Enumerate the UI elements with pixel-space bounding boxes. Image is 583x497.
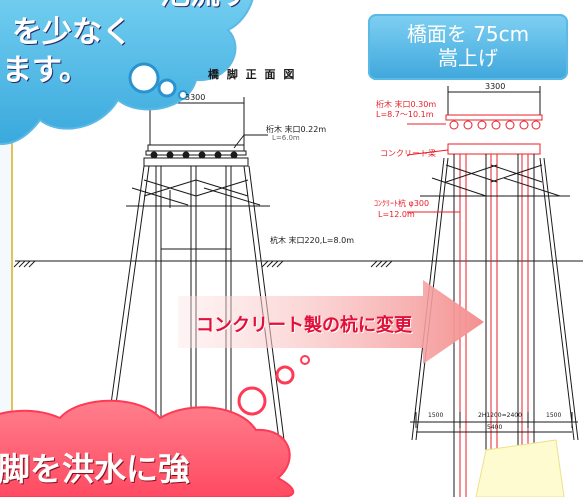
right-pile-label: ｺﾝｸﾘｰﾄ杭 φ300: [374, 199, 430, 208]
callout-line-1: 橋面を 75cm: [406, 22, 530, 46]
dim-left: 1500: [428, 412, 444, 419]
raise-deck-callout: 橋面を 75cm 嵩上げ: [368, 14, 568, 80]
dim-total: 5400: [487, 424, 503, 431]
arrow-label: コンクリート製の杭に変更: [196, 315, 412, 336]
right-beam-length: L=8.7～10.1m: [376, 110, 434, 119]
ground-hatch-right: [370, 260, 393, 268]
sticky-note: [475, 439, 565, 497]
left-pile-label: 杭木 末口220,L=8.0m: [270, 236, 355, 245]
left-pier-drawing: [105, 97, 285, 467]
left-width-dimension: 3300: [185, 93, 206, 102]
callout-line-2: 嵩上げ: [438, 46, 498, 70]
right-cap-label: コンクリート梁: [380, 149, 436, 158]
right-beam-label: 桁木 末口0.30m: [376, 100, 437, 109]
drawing-title: 橋 脚 正 面 図: [208, 68, 297, 81]
dim-right: 1500: [546, 412, 562, 419]
ground-hatch-left: [13, 260, 36, 268]
thought-cloud-bottom: [0, 355, 310, 497]
cloud-top-line-2: ます。: [2, 53, 89, 88]
change-arrow: [178, 280, 484, 364]
dim-mid: 2H1200=2400: [478, 412, 522, 419]
right-width-dimension: 3300: [485, 82, 506, 91]
cloud-top-line-1: を少なく: [12, 15, 132, 50]
left-beam-sub: L=6.0m: [272, 134, 300, 142]
ground-hatch-mid: [261, 260, 284, 268]
cloud-top-partial: 氾流す: [160, 0, 250, 12]
right-pile-length: L=12.0m: [378, 210, 415, 219]
thought-cloud-top: [0, 0, 254, 145]
cloud-bottom-text: 脚を洪水に強: [0, 450, 191, 488]
left-beam-label: 桁木 末口0.22m: [266, 125, 327, 134]
